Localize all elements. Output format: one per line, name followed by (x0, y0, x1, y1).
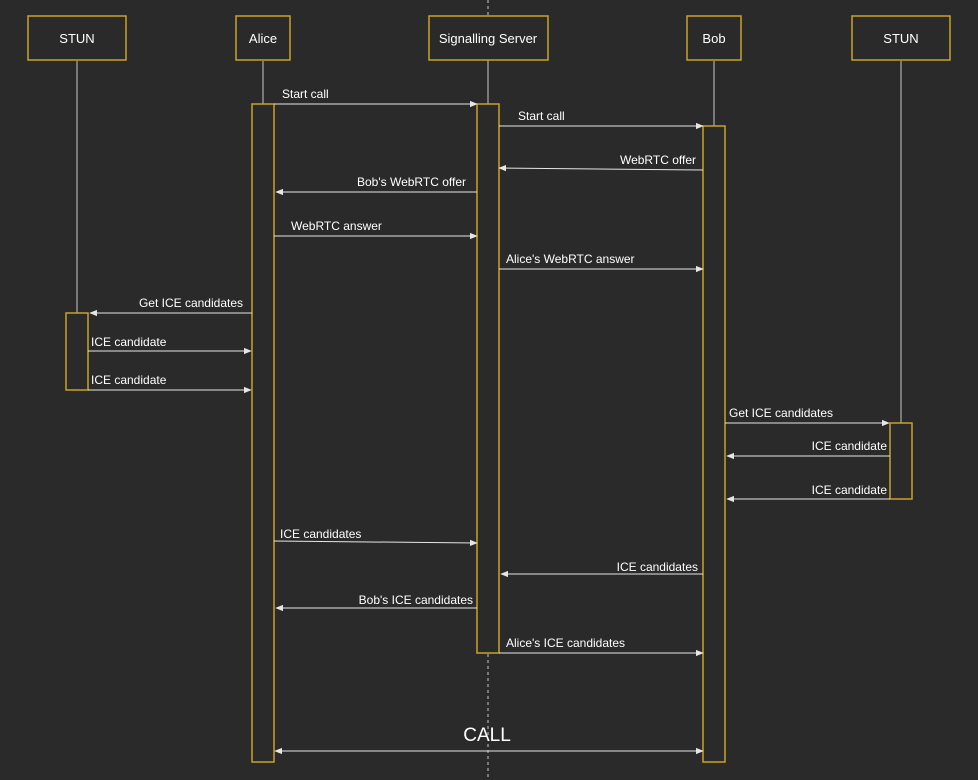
message-ice-candidates-alice-server: ICE candidates (273, 527, 478, 547)
message-label: Start call (518, 109, 565, 123)
activation-stun-right (889, 422, 913, 500)
message-ice-candidate-right-2: ICE candidate (726, 483, 890, 503)
actor-bob: Bob (686, 15, 742, 61)
messages: Start call Start call WebRTC offer Bob's… (88, 87, 890, 755)
message-label: ICE candidate (91, 335, 167, 349)
message-ice-candidate-left-2: ICE candidate (88, 373, 252, 394)
message-ice-candidate-right-1: ICE candidate (726, 439, 890, 460)
message-label: Bob's WebRTC offer (357, 175, 466, 189)
message-alices-ice-candidates: Alice's ICE candidates (499, 636, 704, 657)
message-arrow (498, 164, 704, 172)
message-label: Alice's WebRTC answer (506, 252, 635, 266)
actor-signalling-server: Signalling Server (428, 15, 549, 61)
actor-label: Signalling Server (439, 31, 538, 46)
message-start-call-server-bob: Start call (499, 109, 704, 130)
call-label: CALL (463, 725, 511, 746)
message-get-ice-candidates-left: Get ICE candidates (89, 296, 252, 317)
message-label: WebRTC offer (620, 153, 696, 167)
message-label: ICE candidate (91, 373, 167, 387)
actor-stun-left: STUN (27, 15, 127, 61)
message-alices-webrtc-answer: Alice's WebRTC answer (499, 252, 704, 273)
actor-box (428, 15, 549, 61)
message-ice-candidate-left-1: ICE candidate (88, 335, 252, 355)
message-label: ICE candidates (617, 560, 698, 574)
message-label: Bob's ICE candidates (359, 593, 473, 607)
message-webrtc-offer: WebRTC offer (498, 153, 704, 172)
actor-label: STUN (883, 31, 918, 46)
message-label: Start call (282, 87, 329, 101)
actor-alice: Alice (235, 15, 291, 61)
lifelines (76, 61, 902, 423)
actor-label: Bob (702, 31, 725, 46)
message-arrow (273, 539, 478, 547)
message-label: Alice's ICE candidates (506, 636, 625, 650)
actor-label: STUN (59, 31, 94, 46)
message-ice-candidates-bob-server: ICE candidates (500, 560, 703, 578)
actor-box (235, 15, 291, 61)
message-get-ice-candidates-right: Get ICE candidates (725, 406, 890, 427)
actor-stun-right: STUN (851, 15, 951, 61)
message-label: ICE candidate (812, 483, 888, 497)
actor-box (27, 15, 127, 61)
message-label: Get ICE candidates (729, 406, 833, 420)
activation-stun-left (65, 312, 89, 391)
message-label: Get ICE candidates (139, 296, 243, 310)
message-bobs-ice-candidates: Bob's ICE candidates (275, 593, 477, 612)
message-start-call-alice-server: Start call (274, 87, 478, 108)
message-call: CALL (274, 725, 704, 755)
message-label: WebRTC answer (291, 219, 382, 233)
message-label: ICE candidate (812, 439, 888, 453)
activation-server (476, 103, 500, 654)
message-webrtc-answer: WebRTC answer (274, 219, 478, 240)
message-label: ICE candidates (280, 527, 361, 541)
actor-label: Alice (249, 31, 277, 46)
activation-bars (65, 103, 913, 763)
actor-box (686, 15, 742, 61)
actor-box (851, 15, 951, 61)
activation-alice (251, 103, 275, 763)
message-bobs-webrtc-offer: Bob's WebRTC offer (275, 175, 477, 196)
activation-bob (702, 125, 726, 763)
